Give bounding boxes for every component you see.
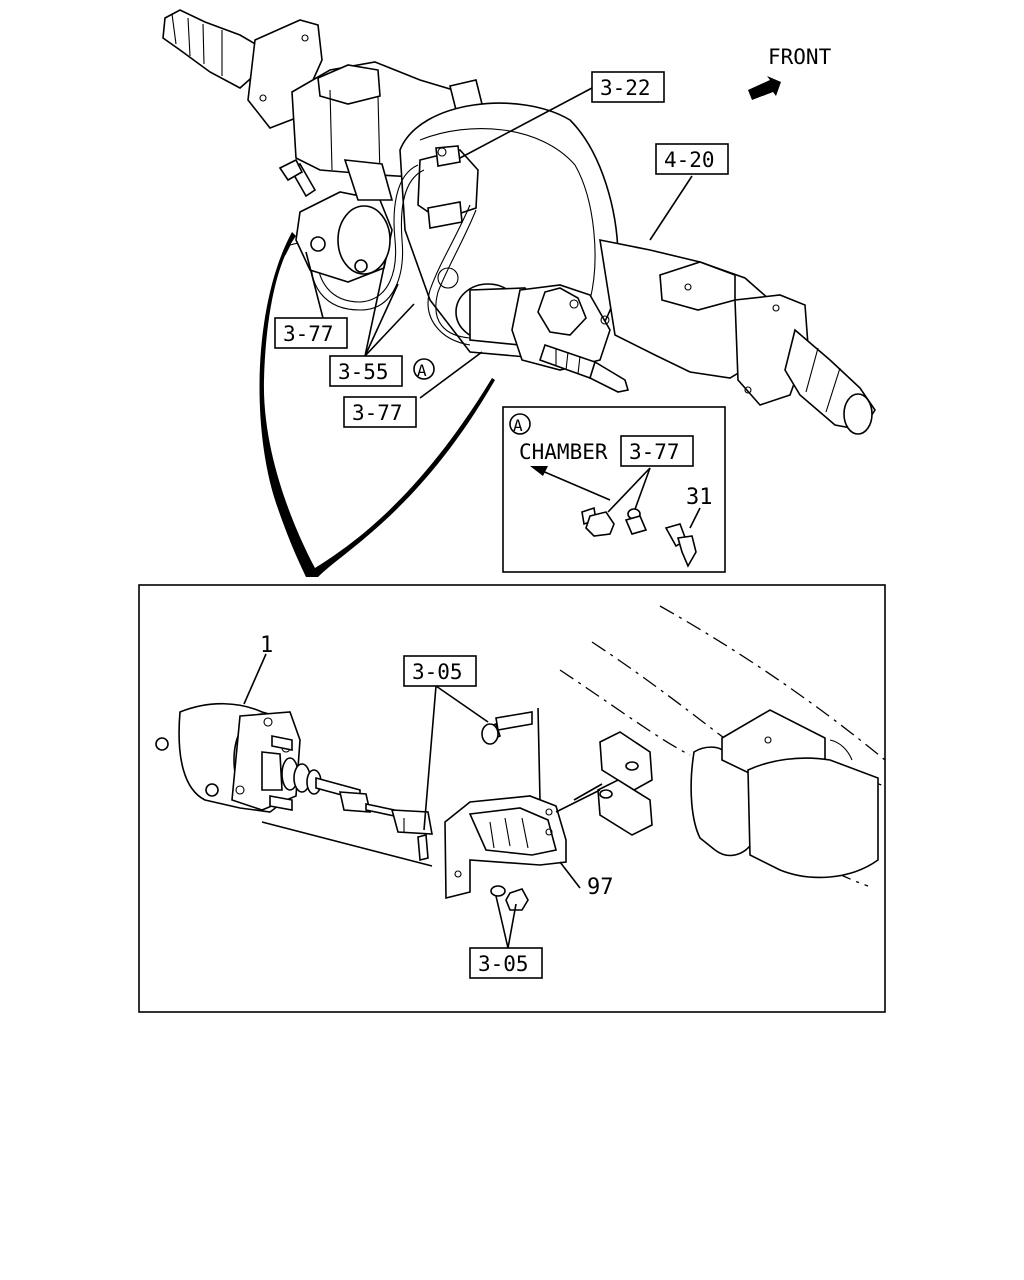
- svg-text:3-05: 3-05: [478, 952, 529, 976]
- svg-text:3-55: 3-55: [338, 360, 389, 384]
- callout-3-77-lower: 3-77: [343, 396, 417, 428]
- svg-text:A: A: [417, 361, 427, 380]
- detail-a-part-31: 31: [686, 485, 713, 510]
- svg-text:3-77: 3-77: [352, 401, 403, 425]
- front-direction-label: FRONT: [768, 45, 832, 69]
- callout-3-55: 3-55: [329, 355, 403, 387]
- front-arrow-icon: [748, 76, 781, 100]
- relay-valve: [417, 145, 479, 229]
- callout-3-22: 3-22: [591, 71, 665, 103]
- svg-text:4-20: 4-20: [664, 148, 715, 172]
- right-brake-chamber: [455, 283, 630, 393]
- detail-a-panel: A CHAMBER 3-77 31: [502, 406, 726, 573]
- left-brake-chamber: [278, 158, 394, 283]
- leader-lines-main: [243, 653, 581, 949]
- detail-a-marker: A: [513, 416, 523, 435]
- svg-text:3-22: 3-22: [600, 76, 651, 100]
- part-97-label: 97: [587, 875, 614, 900]
- callout-4-20: 4-20: [655, 143, 729, 175]
- svg-text:3-05: 3-05: [412, 660, 463, 684]
- detail-a-callout: 3-77: [629, 440, 680, 464]
- leader-lines-top: [305, 87, 693, 399]
- svg-text:3-77: 3-77: [283, 322, 334, 346]
- part-1-label: 1: [260, 633, 273, 658]
- callout-3-77-left: 3-77: [274, 317, 348, 349]
- callout-3-05-bottom: 3-05: [469, 947, 543, 979]
- main-detail-panel: [138, 584, 886, 1013]
- chamber-label: CHAMBER: [519, 440, 608, 464]
- callout-3-05-top: 3-05: [403, 655, 477, 687]
- detail-marker-a-top: A: [413, 358, 435, 380]
- axle-housing: [162, 9, 876, 435]
